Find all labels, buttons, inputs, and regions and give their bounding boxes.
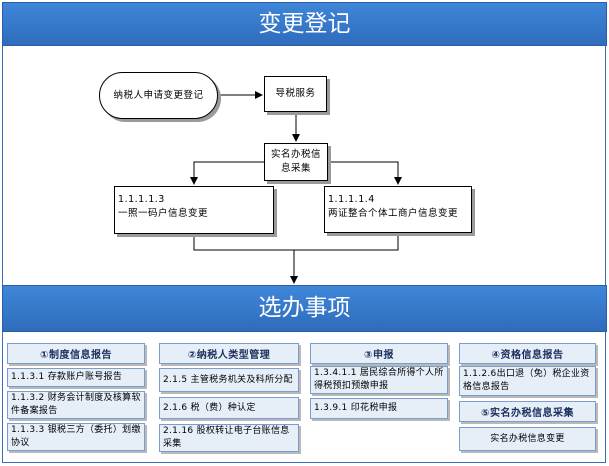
category-3-header: ③申报	[310, 343, 448, 364]
category-2-header: ②纳税人类型管理	[159, 343, 299, 364]
category-3-item-2[interactable]: 1.3.9.1 印花税申报	[310, 398, 448, 419]
category-2-title: ②纳税人类型管理	[187, 350, 271, 361]
unified-code-number: 1.1.1.1.3	[118, 194, 165, 205]
category-2-item-3[interactable]: 2.1.16 股权转让电子台账信息采集	[159, 424, 299, 452]
category-1-title: ①制度信息报告	[40, 350, 112, 361]
individual-business-number: 1.1.1.1.4	[328, 194, 375, 205]
category-1-item-3-label: 1.1.3.3 银税三方（委托）划缴协议	[11, 425, 141, 448]
category-4-item-1-label: 1.1.2.6出口退（免）税企业资格信息报告	[463, 369, 590, 392]
category-5-title: ⑤实名办税信息采集	[481, 408, 574, 419]
start-label: 纳税人申请变更登记	[113, 89, 204, 101]
category-1-item-3[interactable]: 1.1.3.3 银税三方（委托）划缴协议	[7, 423, 145, 451]
category-5-item-1-label: 实名办税信息变更	[490, 433, 565, 444]
category-2-item-2-label: 2.1.6 税（费）种认定	[163, 402, 256, 413]
category-1-item-2-label: 1.1.3.2 财务会计制度及核算软件备案报告	[11, 393, 141, 416]
start-node: 纳税人申请变更登记	[99, 72, 218, 119]
unified-code-node: 1.1.1.1.3 一照一码户信息变更	[114, 186, 274, 234]
category-5-item-1[interactable]: 实名办税信息变更	[459, 427, 596, 451]
category-2-item-1-label: 2.1.5 主管税务机关及科所分配	[163, 374, 293, 385]
section-title: 选办事项	[258, 295, 351, 321]
header-banner: 变更登记	[2, 2, 607, 46]
real-name-label: 实名办税信息采集	[270, 149, 321, 174]
category-2-item-1[interactable]: 2.1.5 主管税务机关及科所分配	[159, 368, 299, 392]
category-2-item-2[interactable]: 2.1.6 税（费）种认定	[159, 397, 299, 419]
individual-business-node: 1.1.1.1.4 两证整合个体工商户信息变更	[324, 186, 472, 233]
category-1-header: ①制度信息报告	[7, 343, 145, 364]
header-title: 变更登记	[258, 11, 351, 37]
category-4-item-1[interactable]: 1.1.2.6出口退（免）税企业资格信息报告	[459, 366, 596, 396]
category-1-item-2[interactable]: 1.1.3.2 财务会计制度及核算软件备案报告	[7, 391, 145, 419]
guide-service-node: 导税服务	[264, 76, 327, 112]
category-1-item-1-label: 1.1.3.1 存款账户账号报告	[11, 372, 123, 383]
category-3-item-1[interactable]: 1.3.4.1.1 居民综合所得个人所得税预扣预缴申报	[310, 366, 448, 394]
real-name-node: 实名办税信息采集	[264, 143, 328, 181]
individual-business-label: 两证整合个体工商户信息变更	[328, 207, 459, 219]
category-3-item-1-label: 1.3.4.1.1 居民综合所得个人所得税预扣预缴申报	[314, 368, 444, 391]
category-3-title: ③申报	[364, 350, 394, 361]
category-3-item-2-label: 1.3.9.1 印花税申报	[314, 403, 398, 414]
category-4-title: ④资格信息报告	[491, 350, 564, 361]
category-2-item-3-label: 2.1.16 股权转让电子台账信息采集	[163, 426, 290, 449]
category-1-item-1[interactable]: 1.1.3.1 存款账户账号报告	[7, 368, 145, 387]
unified-code-label: 一照一码户信息变更	[118, 207, 209, 219]
category-5-header: ⑤实名办税信息采集	[459, 401, 596, 422]
section-banner: 选办事项	[2, 285, 607, 332]
category-4-header: ④资格信息报告	[459, 343, 596, 364]
guide-service-label: 导税服务	[275, 88, 316, 100]
